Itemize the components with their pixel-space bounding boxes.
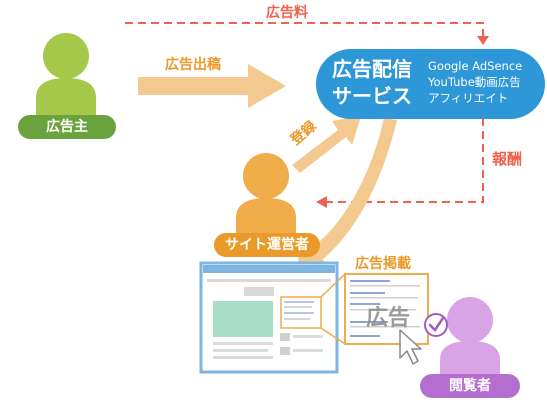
advertiser-label: 広告主 bbox=[18, 115, 116, 139]
reward-arrow bbox=[316, 118, 484, 208]
browser-window bbox=[199, 261, 346, 374]
service-example-youtube: YouTube動画広告 bbox=[428, 75, 521, 89]
registration-arrow bbox=[292, 116, 361, 173]
placement-arrow bbox=[138, 64, 286, 108]
service-title: 広告配信 サービス bbox=[322, 56, 422, 110]
ad-fee-arrow bbox=[125, 22, 489, 45]
viewer-label: 閲覧者 bbox=[420, 374, 520, 398]
service-title-line2: サービス bbox=[332, 84, 412, 108]
service-title-line1: 広告配信 bbox=[332, 57, 412, 81]
service-examples: Google AdSence YouTube動画広告 アフィリエイト bbox=[428, 58, 522, 106]
reward-label: 報酬 bbox=[492, 150, 523, 168]
service-example-affiliate: アフィリエイト bbox=[428, 91, 509, 105]
cursor-icon bbox=[399, 329, 422, 365]
ad-fee-label: 広告料 bbox=[266, 5, 308, 21]
ad-overlay-text: 広告 bbox=[366, 306, 411, 331]
ad-service-box bbox=[316, 49, 545, 119]
placement-label: 広告出稿 bbox=[165, 57, 221, 73]
viewer-person-icon bbox=[440, 297, 500, 378]
checkmark-icon bbox=[424, 313, 448, 337]
site-operator-person-icon bbox=[236, 153, 296, 236]
advertiser-person-icon bbox=[36, 33, 96, 117]
zoomed-ad-box bbox=[344, 273, 429, 345]
site-operator-label: サイト運営者 bbox=[214, 233, 320, 257]
service-example-google: Google AdSence bbox=[428, 59, 523, 73]
ad-display-arrow bbox=[296, 118, 397, 283]
ad-display-label: 広告掲載 bbox=[355, 256, 411, 272]
